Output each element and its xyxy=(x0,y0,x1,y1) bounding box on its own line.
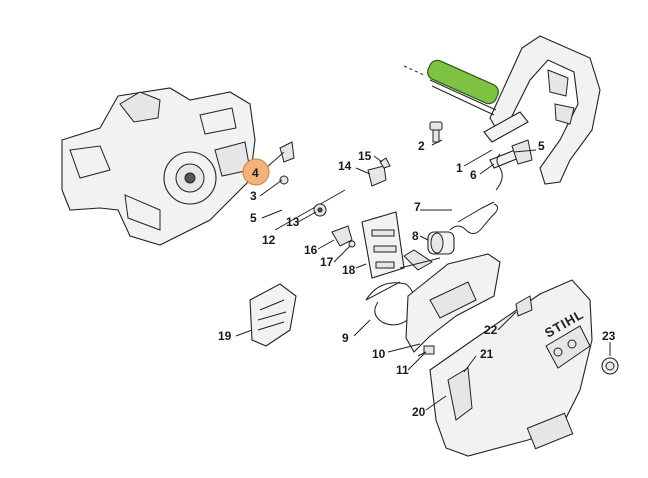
bolt-2[interactable] xyxy=(429,121,443,143)
callout-3: 3 xyxy=(250,189,257,203)
lever-6[interactable] xyxy=(489,139,533,169)
callout-15: 15 xyxy=(358,149,372,163)
screw-11[interactable] xyxy=(417,345,435,357)
callout-19: 19 xyxy=(218,329,232,343)
callout-13: 13 xyxy=(286,215,300,229)
callout-7: 7 xyxy=(414,200,421,214)
callout-17: 17 xyxy=(320,255,334,269)
callout-22: 22 xyxy=(484,323,498,337)
cover-10[interactable] xyxy=(405,253,501,353)
callout-4: 4 xyxy=(252,166,259,180)
callout-9: 9 xyxy=(342,331,349,345)
leader-lines xyxy=(235,139,611,411)
callout-23: 23 xyxy=(602,329,616,343)
highlight-marker-4[interactable] xyxy=(242,158,270,186)
side-cover-19[interactable] xyxy=(249,283,297,347)
callout-16: 16 xyxy=(304,243,318,257)
callout-5: 5 xyxy=(250,211,257,225)
callout-11: 11 xyxy=(396,363,409,377)
callout-5b: 5 xyxy=(538,139,545,153)
hand-guard[interactable] xyxy=(483,35,601,185)
callout-10: 10 xyxy=(372,347,386,361)
spring-8[interactable] xyxy=(427,153,503,255)
callout-2: 2 xyxy=(418,139,425,153)
engine-housing[interactable] xyxy=(61,87,256,246)
callout-12: 12 xyxy=(262,233,276,247)
warning-label xyxy=(526,412,574,450)
nut-23[interactable] xyxy=(601,357,619,375)
callout-1: 1 xyxy=(456,161,463,175)
chain-brake-plate-18[interactable] xyxy=(361,211,405,279)
callout-20: 20 xyxy=(412,405,426,419)
callout-21: 21 xyxy=(480,347,494,361)
callout-14: 14 xyxy=(338,159,352,173)
callout-labels: 1 2 3 4 5 5 6 7 8 9 10 11 12 13 14 15 16… xyxy=(218,139,616,419)
callout-8: 8 xyxy=(412,229,419,243)
sprocket-cover-20[interactable]: STIHL xyxy=(429,279,593,457)
callout-18: 18 xyxy=(342,263,356,277)
callout-6: 6 xyxy=(470,168,477,182)
insert-21[interactable] xyxy=(447,367,473,421)
small-parts-12-13-16-17[interactable] xyxy=(274,141,441,271)
highlighted-spring[interactable] xyxy=(403,58,501,116)
